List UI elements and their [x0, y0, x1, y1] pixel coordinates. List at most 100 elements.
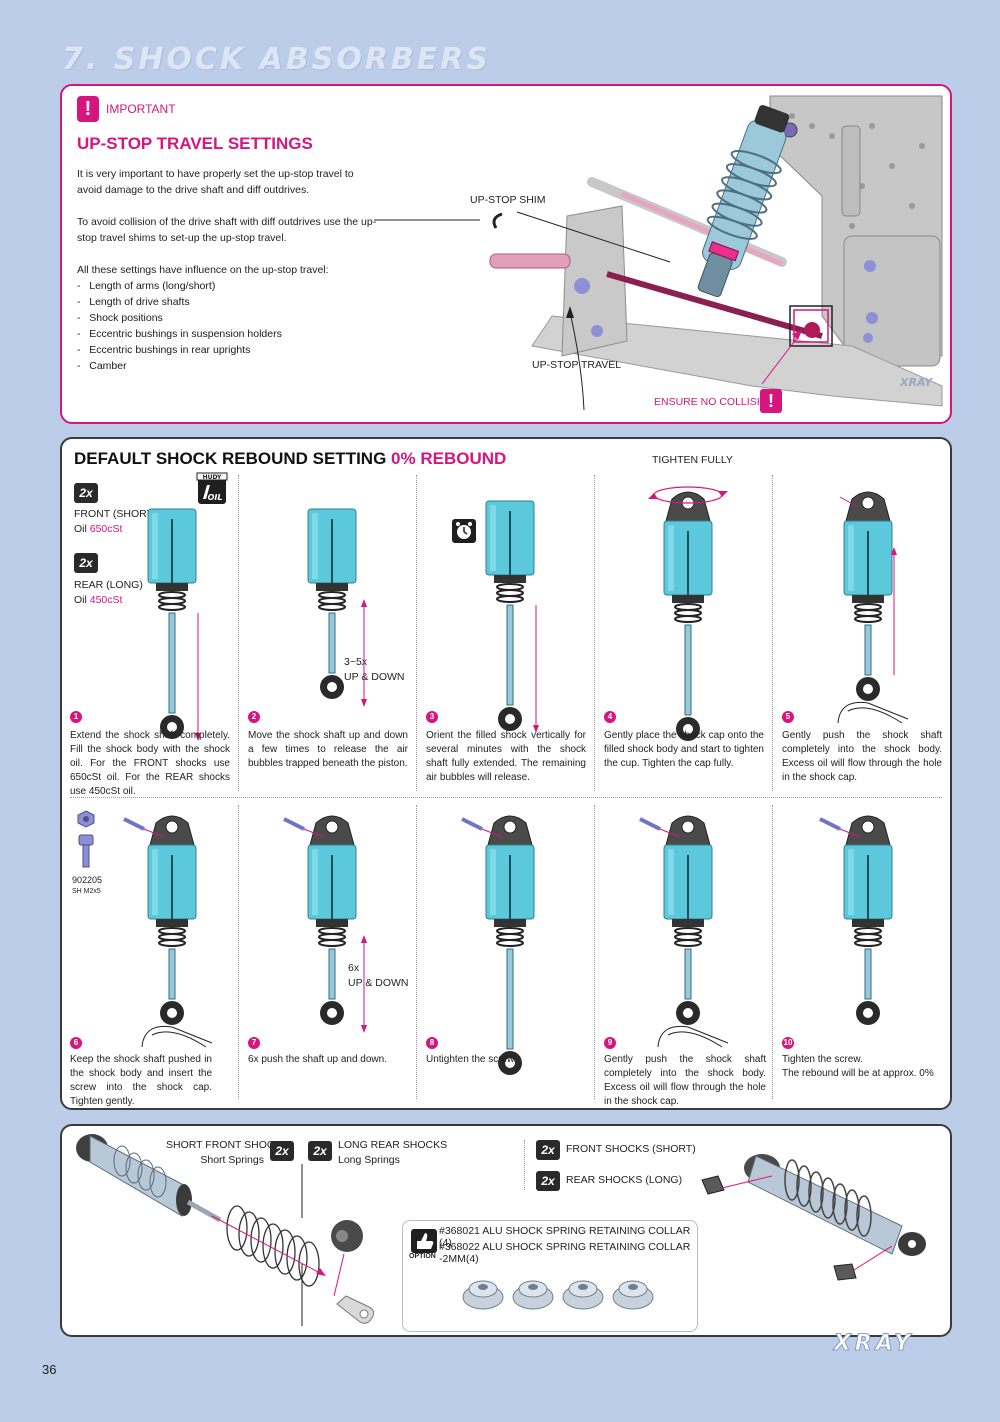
- front-short-text: FRONT (SHORT): [74, 508, 157, 520]
- option-label: OPTION: [409, 1253, 436, 1260]
- screw-part-number: 902205: [72, 875, 103, 885]
- step-5-text: Gently push the shock shaft completely i…: [782, 730, 942, 783]
- list-item: Eccentric bushings in suspension holders: [77, 326, 282, 342]
- timer-icon: [452, 519, 476, 543]
- step-1-text: Extend the shock shaft completely. Fill …: [70, 730, 230, 797]
- step-4-text: Gently place the shock cap onto the fill…: [604, 730, 764, 769]
- step-5-number: 5: [782, 711, 794, 723]
- oil-prefix: Oil: [74, 523, 90, 535]
- long-rear-label: LONG REAR SHOCKS Long Springs: [338, 1138, 447, 1168]
- important-panel: ! IMPORTANT UP-STOP TRAVEL SETTINGS It i…: [60, 84, 952, 424]
- step-3-number: 3: [426, 711, 438, 723]
- shock-4: [663, 491, 713, 741]
- list-item: Eccentric bushings in rear uprights: [77, 342, 282, 358]
- exclamation-icon: !: [77, 96, 99, 122]
- short-front-text: SHORT FRONT SHOCKS: [166, 1139, 289, 1151]
- step2-count: 3~5x: [344, 656, 368, 668]
- option-line-2: #368022 ALU SHOCK SPRING RETAINING COLLA…: [439, 1241, 691, 1265]
- ensure-no-collision-label: ENSURE NO COLLISION: [654, 396, 776, 408]
- list-item: Camber: [77, 358, 282, 374]
- quantity-2x-badge: 2x: [536, 1140, 560, 1160]
- rear-long-text: REAR (LONG): [74, 579, 143, 591]
- upstop-para-3: All these settings have influence on the…: [77, 264, 329, 276]
- long-rear-text: LONG REAR SHOCKS: [338, 1139, 448, 1151]
- step2-motion: 3~5x UP & DOWN: [344, 655, 404, 685]
- shock-9: [639, 815, 729, 1048]
- quantity-2x-badge: 2x: [270, 1141, 294, 1161]
- quantity-2x-badge: 2x: [308, 1141, 332, 1161]
- step-divider: [772, 805, 773, 1099]
- section-divider: [524, 1140, 525, 1190]
- shock-3: [485, 500, 539, 733]
- shock-7: [283, 815, 367, 1033]
- step-divider: [594, 475, 595, 791]
- shock-5: [837, 491, 909, 724]
- list-item: Shock positions: [77, 310, 282, 326]
- rear-long-label: REAR (LONG) Oil 450cSt: [74, 578, 143, 608]
- quantity-2x-badge: 2x: [74, 483, 98, 503]
- hudy-oil-bottle-icon: HUDY OIL: [196, 472, 228, 504]
- upstop-para-1: It is very important to have properly se…: [77, 168, 354, 196]
- step-2-number: 2: [248, 711, 260, 723]
- long-springs-text: Long Springs: [338, 1154, 400, 1166]
- rotation-arrow-icon: [648, 486, 728, 504]
- upstop-para-2: To avoid collision of the drive shaft wi…: [77, 216, 377, 244]
- rebound-title-highlight: 0% REBOUND: [391, 449, 507, 468]
- front-oil-value: 650cSt: [89, 523, 123, 535]
- step-7-text: 6x push the shaft up and down.: [248, 1054, 387, 1065]
- hudy-label: HUDY: [203, 474, 222, 481]
- springs-panel: SHORT FRONT SHOCKS Short Springs 2x 2x L…: [60, 1124, 952, 1337]
- logo-text: XRAY: [832, 1331, 914, 1356]
- step-6-text: Keep the shock shaft pushed in the shock…: [70, 1054, 212, 1107]
- upstop-shim-label: UP-STOP SHIM: [470, 194, 546, 206]
- step-7-number: 7: [248, 1037, 260, 1049]
- quantity-2x-badge: 2x: [74, 553, 98, 573]
- suspension-illustration: XRAY: [374, 95, 943, 411]
- upstop-travel-label: UP-STOP TRAVEL: [532, 359, 622, 371]
- step-8-text: Untighten the screw.: [426, 1054, 517, 1065]
- upstop-list: Length of arms (long/short) Length of dr…: [77, 278, 282, 374]
- step-9-number: 9: [604, 1037, 616, 1049]
- list-item: Length of arms (long/short): [77, 278, 282, 294]
- option-box: OPTION #368021 ALU SHOCK SPRING RETAININ…: [402, 1220, 698, 1332]
- rear-oil-value: 450cSt: [89, 594, 123, 606]
- tighten-fully-label: TIGHTEN FULLY: [652, 454, 733, 466]
- screw-spec: SH M2x5: [72, 888, 101, 895]
- step-8-number: 8: [426, 1037, 438, 1049]
- step-9-text: Gently push the shock shaft completely i…: [604, 1054, 766, 1107]
- short-front-label: SHORT FRONT SHOCKS Short Springs: [166, 1138, 289, 1168]
- rear-shocks-long-label: REAR SHOCKS (LONG): [566, 1174, 683, 1186]
- short-springs-text: Short Springs: [200, 1154, 264, 1166]
- page-number: 36: [42, 1362, 57, 1377]
- screw-icon: [77, 810, 95, 868]
- xray-logo: XRAY: [831, 1331, 914, 1357]
- list-item: Length of drive shafts: [77, 294, 282, 310]
- step7-motion-text: UP & DOWN: [348, 977, 409, 989]
- step2-motion-text: UP & DOWN: [344, 671, 405, 683]
- step-divider: [594, 805, 595, 1099]
- step-6-number: 6: [70, 1037, 82, 1049]
- step7-count: 6x: [348, 962, 360, 974]
- spring-illustration: [76, 1134, 926, 1326]
- collar-1: [462, 1280, 504, 1310]
- oil-label: OIL: [208, 493, 223, 502]
- step-10-number: 10: [782, 1037, 794, 1049]
- rebound-title-main: DEFAULT SHOCK REBOUND SETTING: [74, 449, 392, 468]
- step-10-text: Tighten the screw. The rebound will be a…: [782, 1054, 934, 1079]
- row-divider: [70, 797, 942, 798]
- step-divider: [238, 475, 239, 791]
- collar-2: [512, 1280, 554, 1310]
- shock-8: [461, 815, 535, 1075]
- step-divider: [416, 805, 417, 1099]
- page-title: 7. SHOCK ABSORBERS: [62, 42, 491, 77]
- step-divider: [772, 475, 773, 791]
- step-3-text: Orient the filled shock vertically for s…: [426, 730, 586, 783]
- step-4-number: 4: [604, 711, 616, 723]
- rebound-title: DEFAULT SHOCK REBOUND SETTING 0% REBOUND: [74, 449, 506, 469]
- warning-icon: !: [760, 389, 782, 413]
- step-divider: [238, 805, 239, 1099]
- thumbs-up-icon: [411, 1229, 437, 1253]
- chassis-logo: XRAY: [899, 376, 933, 389]
- shock-10: [819, 815, 893, 1025]
- shock-1: [147, 508, 201, 741]
